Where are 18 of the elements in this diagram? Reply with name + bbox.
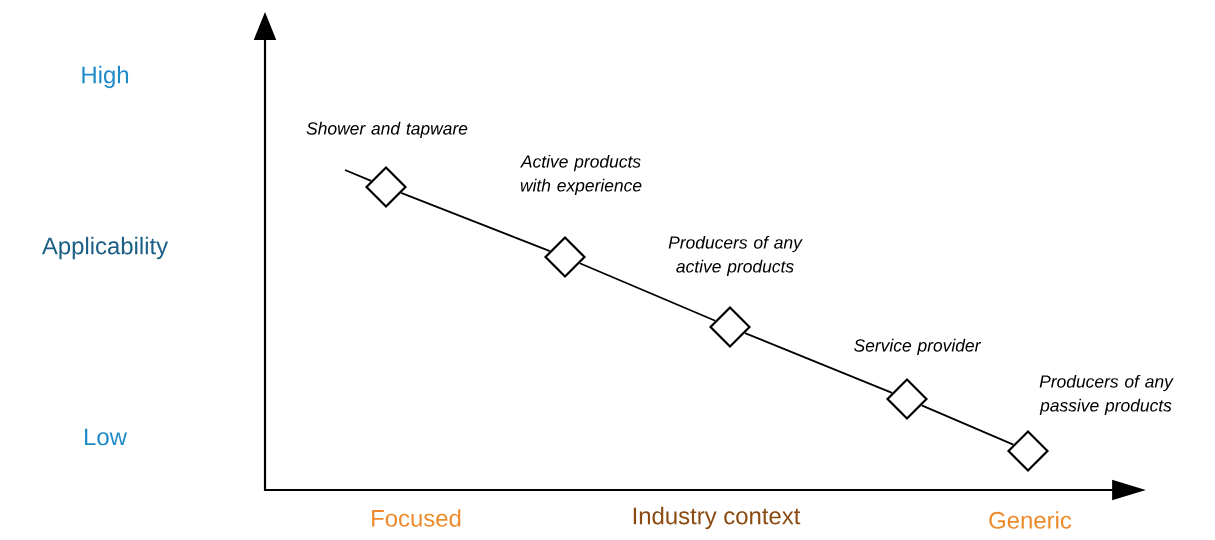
node-caption: Producers of any passive products <box>1039 374 1174 416</box>
axis-tick-label: High <box>82 65 129 89</box>
axis-tick-label: Low <box>85 428 127 446</box>
node-caption: Service provider <box>854 338 982 356</box>
axis-title: Industry context <box>633 506 801 530</box>
diamond-marker <box>886 377 928 420</box>
axis-tick-label: Focused <box>372 509 461 527</box>
node-caption: Producers of any active products <box>668 235 803 277</box>
line <box>344 169 373 182</box>
line <box>920 404 1015 446</box>
diamond-marker <box>1007 429 1049 472</box>
line <box>744 332 893 394</box>
axis-title: Applicability <box>41 236 169 260</box>
axis-tick-label: Generic <box>989 511 1072 529</box>
node-caption: Active products with experience <box>520 154 642 196</box>
line <box>578 262 717 322</box>
line <box>400 192 551 252</box>
node-caption: Shower and tapware <box>306 121 468 139</box>
